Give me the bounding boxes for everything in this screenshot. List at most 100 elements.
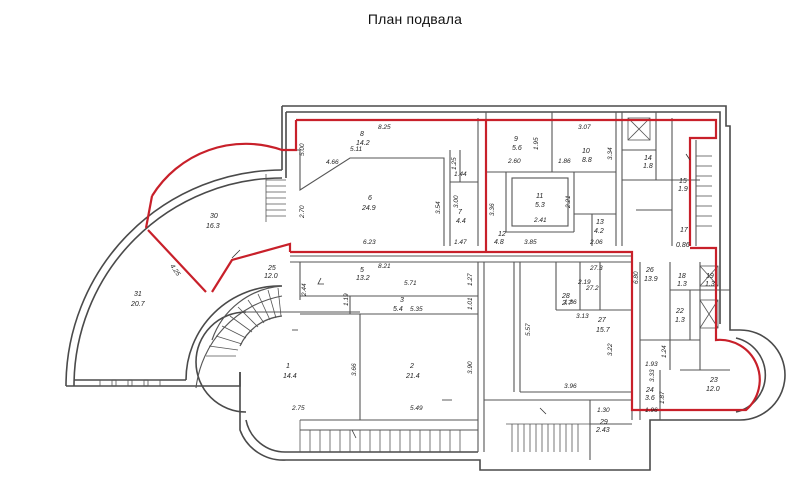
room-22-number: 22	[675, 308, 684, 315]
dim-label: 1.44	[454, 171, 467, 178]
room-1-area: 14.4	[283, 373, 297, 380]
room-25-number: 25	[267, 265, 276, 272]
dim-label: 3.13	[576, 313, 589, 320]
dim-label: 1.87	[659, 391, 666, 404]
dim-label: 4.66	[326, 159, 339, 166]
dim-label: 3.90	[467, 361, 474, 374]
room-24-area: 3.6	[645, 395, 655, 402]
room-10-area: 8.8	[582, 157, 592, 164]
room-26-area: 13.9	[644, 276, 658, 283]
highlight-outline	[144, 118, 761, 412]
room-25-area: 12.0	[264, 273, 278, 280]
room-18-area: 1.3	[677, 281, 687, 288]
room-30-number: 30	[210, 213, 218, 220]
dim-label: 1.24	[661, 345, 668, 358]
dim-label: 6.23	[363, 239, 376, 246]
dim-label: 3.54	[435, 201, 442, 214]
dim-label: 3.36	[489, 203, 496, 216]
room-2-area: 21.4	[405, 373, 420, 380]
dim-label: 1.01	[467, 297, 474, 310]
room-10-number: 10	[582, 148, 590, 155]
room-15-area: 1.9	[678, 186, 688, 193]
room-23-area: 12.0	[706, 386, 720, 393]
dim-label: 1.93	[645, 361, 658, 368]
room-22-area: 1.3	[675, 317, 685, 324]
dim-label: 3.85	[524, 239, 537, 246]
dim-label: 27.2	[585, 285, 599, 292]
room-9-area: 5.6	[512, 145, 522, 152]
dim-label: 2.19	[577, 279, 591, 286]
room-28-number: 28	[561, 293, 570, 300]
dim-label: 5.11	[350, 146, 363, 153]
room-12-number: 12	[498, 231, 506, 238]
dim-label: 5.35	[410, 306, 423, 313]
room-5-number: 5	[360, 267, 364, 274]
room-31-number: 31	[134, 291, 142, 298]
dim-label: 2.21	[565, 195, 572, 209]
dim-label: 3.34	[607, 147, 614, 160]
room-7-number: 7	[458, 209, 463, 216]
room-24-number: 24	[645, 387, 654, 394]
room-27-number: 27	[597, 317, 607, 324]
outer-walls	[65, 105, 786, 471]
room-15-number: 15	[679, 178, 687, 185]
room-13-number: 13	[596, 219, 604, 226]
door-marks	[231, 153, 691, 439]
room-labels: 8 14.2 9 5.6 10 8.8 6 24.9 7 4.4 11 5.3 …	[130, 131, 720, 434]
dim-label: 2.41	[533, 217, 547, 224]
room-13-area: 4.2	[594, 228, 604, 235]
dim-label: 5.71	[404, 280, 417, 287]
dim-label: 2.44	[301, 283, 308, 297]
dim-label: 8.21	[378, 263, 391, 270]
dim-label: 6.80	[633, 271, 640, 284]
room-9-number: 9	[514, 136, 518, 143]
room-26-number: 26	[645, 267, 654, 274]
room-11-area: 5.3	[535, 202, 545, 209]
dim-label: 2.75	[291, 405, 305, 412]
dim-label: 2.70	[299, 205, 306, 219]
room-3-number: 3	[400, 297, 404, 304]
room-1-number: 1	[286, 363, 290, 370]
room-8-area: 14.2	[356, 140, 370, 147]
room-2-number: 2	[409, 363, 414, 370]
dim-label: 1.25	[451, 157, 458, 170]
dim-label: 2.60	[507, 158, 521, 165]
room-17-number: 17	[680, 227, 689, 234]
dim-label: 3.07	[578, 124, 591, 131]
room-18-number: 18	[678, 273, 686, 280]
room-31-area: 20.7	[130, 301, 146, 308]
room-6-number: 6	[368, 195, 372, 202]
room-29-area: 2.43	[595, 427, 610, 434]
dim-label: 1.47	[454, 239, 467, 246]
dim-label: 3.66	[351, 363, 358, 376]
room-19-number: 19	[706, 273, 714, 280]
room-19-area: 1.3	[705, 281, 715, 288]
dim-label: 3.33	[649, 369, 656, 382]
dim-label: 3.22	[607, 343, 614, 356]
plan-title: План подвала	[367, 11, 463, 27]
dim-label: 1.19	[343, 293, 350, 306]
room-14-area: 1.8	[643, 163, 653, 170]
dim-label: 1.96	[645, 407, 658, 414]
dim-label: 5.57	[525, 323, 532, 336]
dim-label: 1.86	[558, 158, 571, 165]
dimension-labels: 8.25 5.11 4.66 3.07 2.60 1.95 1.86 3.34 …	[168, 124, 668, 414]
dim-label: 1.95	[533, 137, 540, 150]
room-8-number: 8	[360, 131, 364, 138]
dim-label: 1.36	[564, 299, 577, 306]
room-17-area: 0.86	[676, 242, 690, 249]
dim-label: 27.3	[589, 265, 603, 272]
room-6-area: 24.9	[361, 205, 376, 212]
room-29-number: 29	[599, 419, 608, 426]
room-7-area: 4.4	[456, 218, 466, 225]
room-30-area: 16.3	[206, 223, 220, 230]
room-5-area: 13.2	[356, 275, 370, 282]
dim-label: 1.27	[467, 273, 474, 286]
room-23-number: 23	[709, 377, 718, 384]
room-28-area: 2.7	[561, 300, 573, 307]
dim-label: 2.06	[589, 239, 603, 246]
dim-label: 1.30	[597, 407, 610, 414]
dim-label: 3.96	[564, 383, 577, 390]
room-12-area: 4.8	[494, 239, 504, 246]
